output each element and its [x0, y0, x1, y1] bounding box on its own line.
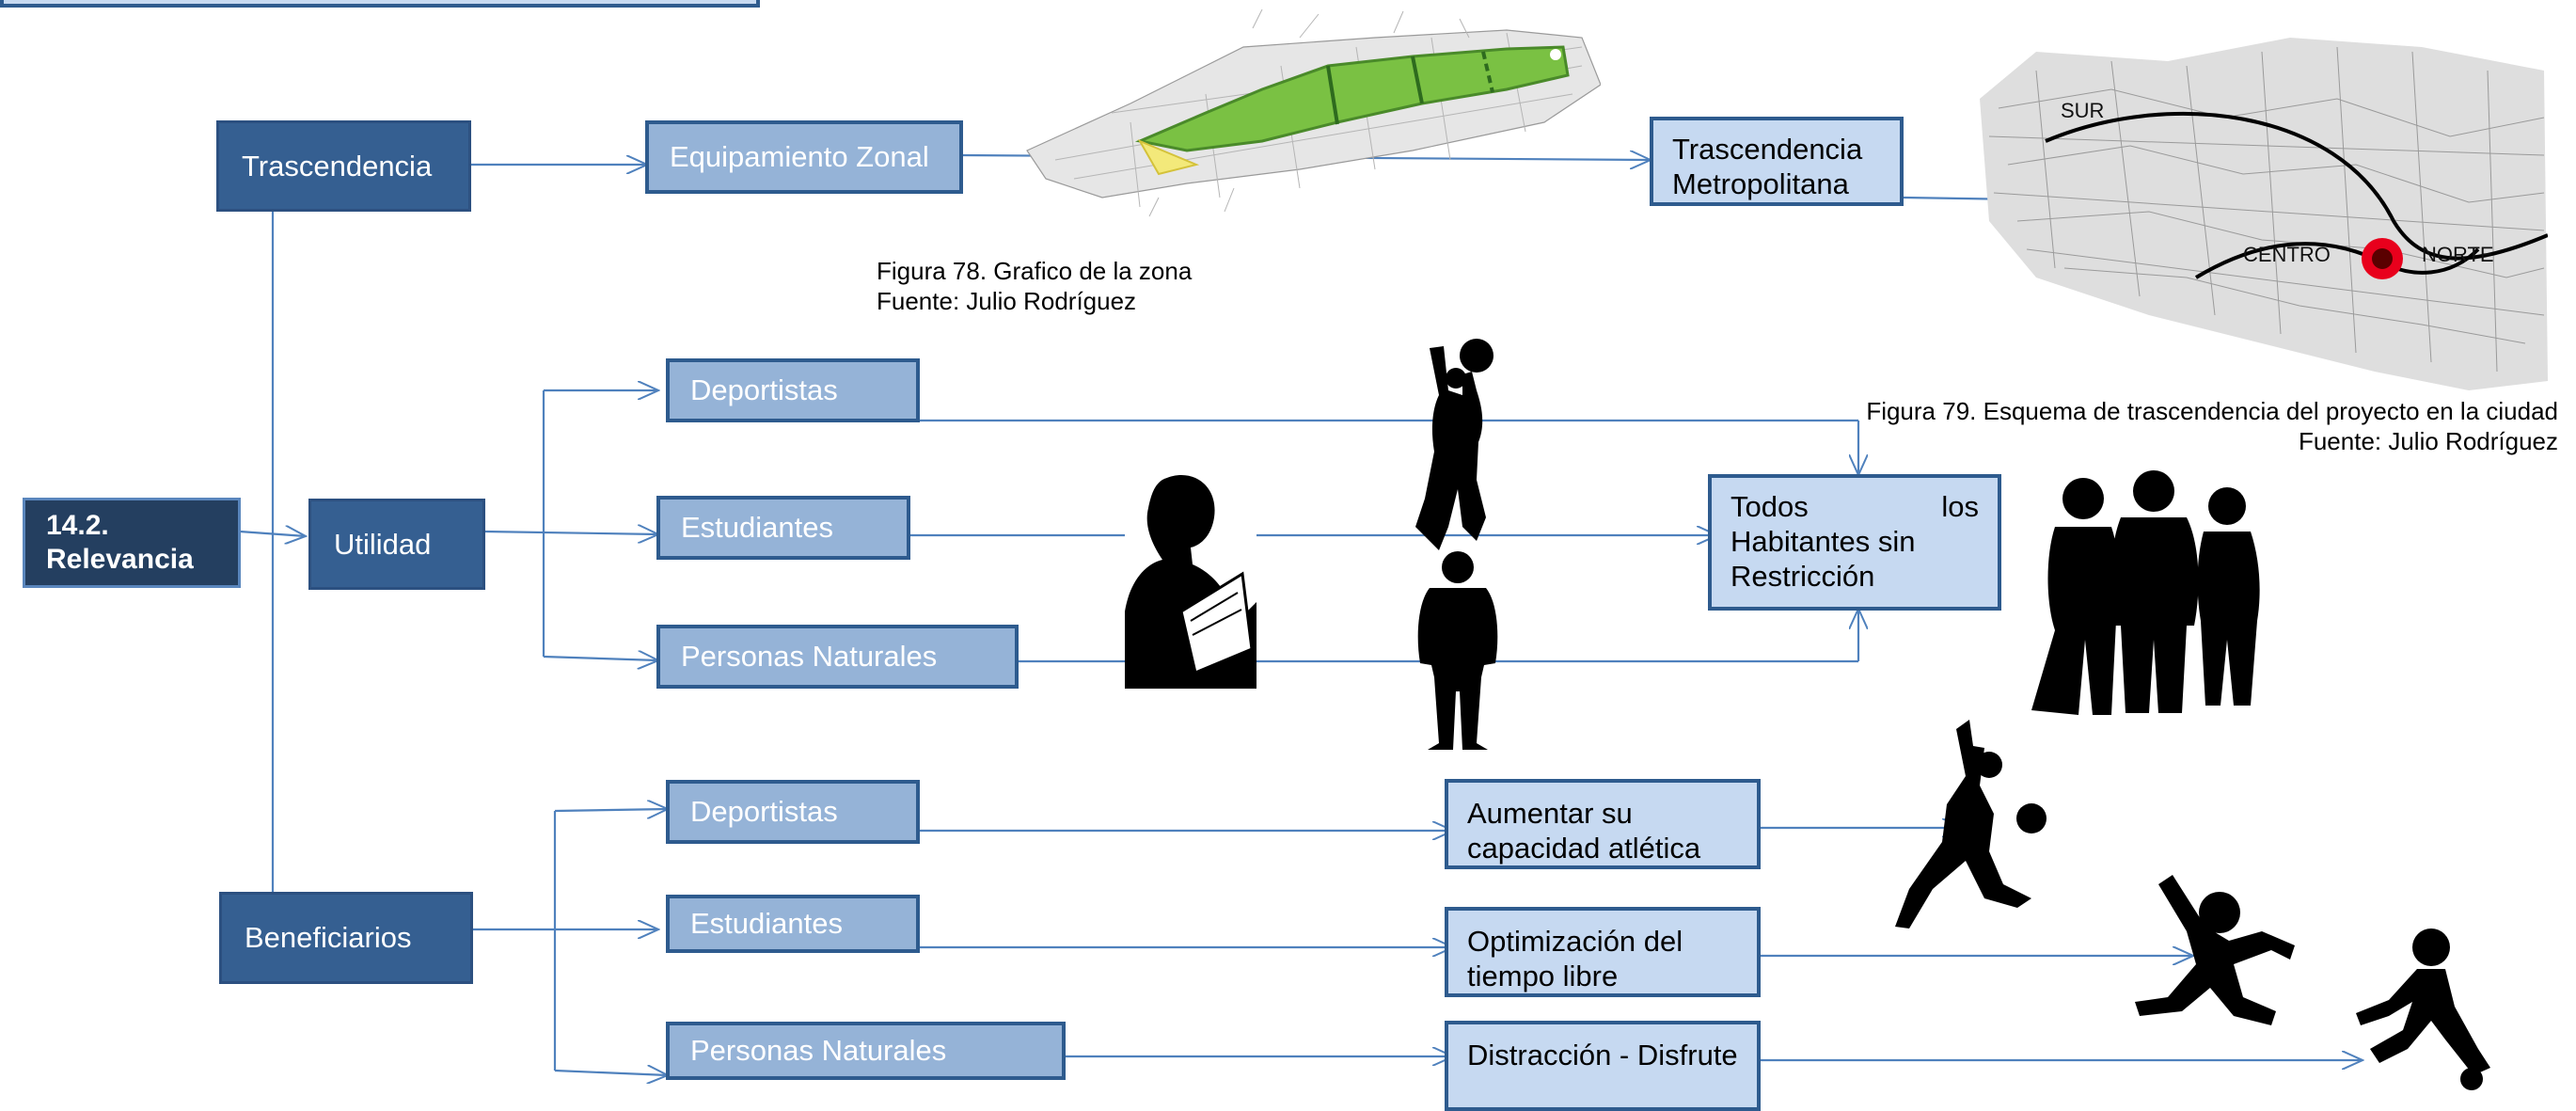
utilidad-item-estudiantes: Estudiantes	[656, 496, 910, 560]
volleyball-player-silhouette	[1895, 720, 2047, 928]
caption-source: Fuente: Julio Rodríguez	[2298, 427, 2558, 455]
figure-78-caption: Figura 78. Grafico de la zona Fuente: Ju…	[877, 256, 1192, 316]
cropped-header-box	[0, 0, 760, 8]
result-distraccion-disfrute: Distracción - Disfrute	[1445, 1021, 1761, 1111]
zone-map-figure	[1026, 9, 1601, 217]
map-label-sur: SUR	[2061, 99, 2104, 122]
result-line-3: Restricción	[1731, 560, 1875, 593]
result-aumentar-capacidad: Aumentar su capacidad atlética	[1445, 779, 1761, 869]
node-todos-habitantes: Todos los Habitantes sin Restricción	[1708, 474, 2001, 611]
root-node-relevancia: 14.2.Relevancia	[23, 498, 241, 588]
result-word-todos: Todos	[1731, 490, 1809, 523]
standing-man-silhouette	[1417, 551, 1498, 750]
result-optimizacion-tiempo: Optimización del tiempo libre	[1445, 907, 1761, 997]
item-label: Personas Naturales	[681, 640, 938, 673]
result-label: Optimización del tiempo libre	[1467, 925, 1683, 992]
item-label: Personas Naturales	[690, 1034, 947, 1067]
branch-label: Beneficiarios	[245, 921, 412, 954]
node-label: Equipamiento Zonal	[670, 140, 929, 173]
result-word-los: los	[1941, 490, 1979, 523]
kicking-kid-silhouette	[2356, 928, 2490, 1090]
branch-beneficiarios: Beneficiarios	[219, 892, 473, 984]
beneficiarios-item-personas-naturales: Personas Naturales	[666, 1022, 1066, 1080]
utilidad-item-deportistas: Deportistas	[666, 358, 920, 422]
item-label: Estudiantes	[690, 907, 843, 940]
caption-title: Figura 78. Grafico de la zona	[877, 257, 1193, 285]
city-map-figure: SUR CENTRO NORTE	[1980, 38, 2548, 390]
branch-label: Utilidad	[334, 527, 432, 561]
zone-green-area	[1134, 45, 1570, 152]
branch-utilidad: Utilidad	[308, 499, 485, 590]
caption-source: Fuente: Julio Rodríguez	[877, 287, 1137, 315]
result-label: Aumentar su capacidad atlética	[1467, 797, 1701, 865]
running-kid-silhouette	[2135, 875, 2295, 1025]
branch-label: Trascendencia	[242, 149, 433, 183]
branch-trascendencia: Trascendencia	[216, 120, 471, 212]
item-label: Deportistas	[690, 795, 838, 828]
basketball-player-silhouette	[1415, 339, 1493, 550]
reading-child-silhouette	[1125, 470, 1256, 689]
group-people-silhouette	[2031, 470, 2260, 715]
root-number: 14.2.	[46, 510, 109, 541]
item-label: Deportistas	[690, 373, 838, 406]
map-label-centro: CENTRO	[2243, 243, 2331, 266]
node-equipamiento-zonal: Equipamiento Zonal	[645, 120, 963, 194]
node-trascendencia-metropolitana: Trascendencia Metropolitana	[1650, 117, 1904, 206]
root-title: Relevancia	[46, 544, 194, 575]
node-label: Trascendencia Metropolitana	[1672, 133, 1863, 200]
result-line-2: Habitantes sin	[1731, 525, 1916, 558]
beneficiarios-item-estudiantes: Estudiantes	[666, 895, 920, 953]
utilidad-item-personas-naturales: Personas Naturales	[656, 625, 1019, 689]
beneficiarios-item-deportistas: Deportistas	[666, 780, 920, 844]
item-label: Estudiantes	[681, 511, 833, 544]
caption-title: Figura 79. Esquema de trascendencia del …	[1866, 397, 2558, 425]
figure-79-caption: Figura 79. Esquema de trascendencia del …	[1866, 396, 2558, 456]
map-label-norte: NORTE	[2422, 243, 2494, 266]
result-label: Distracción - Disfrute	[1467, 1039, 1738, 1071]
